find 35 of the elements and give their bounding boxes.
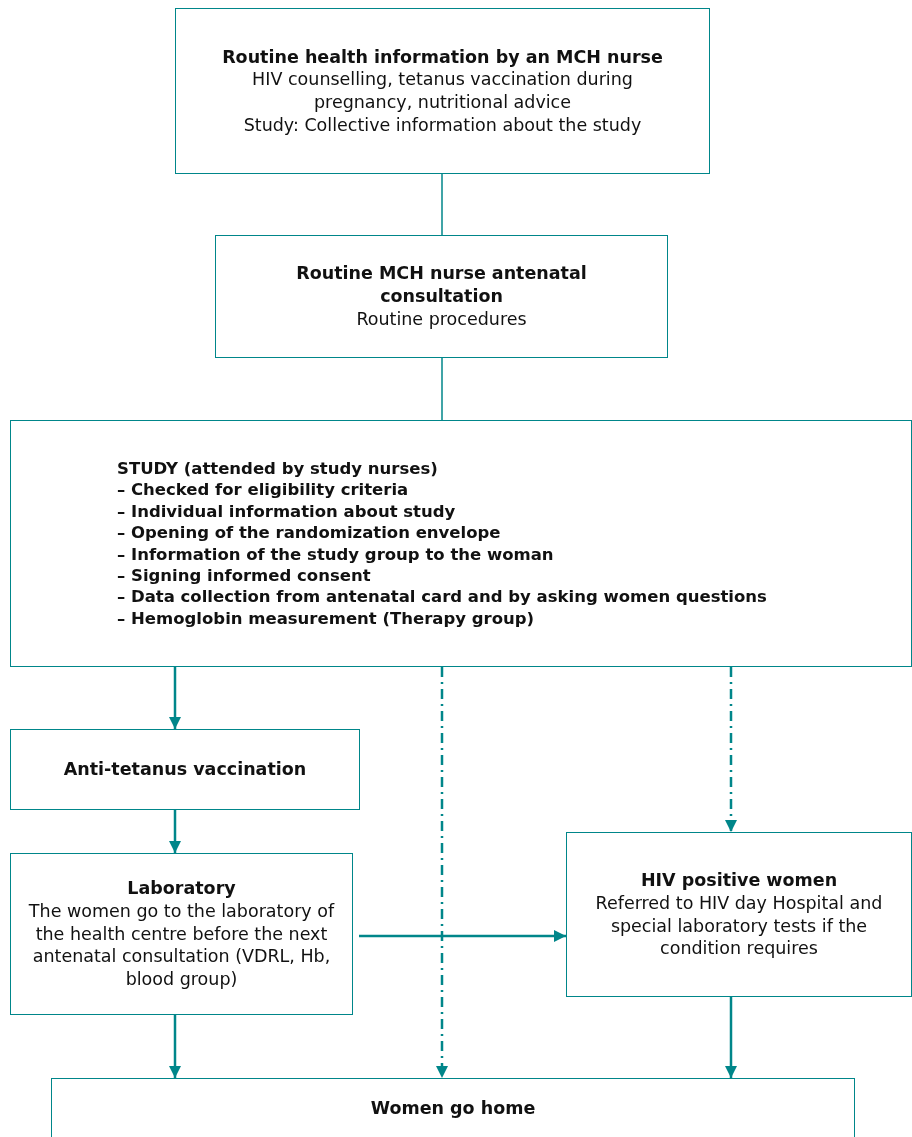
process-box	[10, 420, 912, 667]
arrow	[435, 667, 449, 1078]
box-heading: Routine health information by an MCH nurse	[222, 45, 663, 69]
process-box	[10, 853, 353, 1015]
process-box	[175, 8, 710, 174]
list-item: – Checked for eligibility criteria	[117, 479, 409, 501]
process-box	[10, 729, 360, 810]
connector-line	[441, 357, 443, 421]
arrow	[359, 929, 566, 943]
list-item: – Information of the study group to the woman	[117, 543, 554, 565]
box-heading: STUDY (attended by study nurses)	[117, 457, 438, 480]
list-item: – Signing informed consent	[117, 564, 371, 587]
box-heading: Women go home	[370, 1097, 536, 1120]
connector-line	[441, 173, 443, 236]
list-item: – Individual information about study	[117, 500, 456, 523]
list-item: – Hemoglobin measurement (Therapy group)	[117, 607, 535, 630]
process-box	[51, 1078, 855, 1137]
arrow	[168, 1015, 182, 1078]
box-text: Study: Collective information about the study	[243, 113, 642, 137]
arrow	[168, 667, 182, 729]
process-box	[215, 235, 668, 358]
box-text: Referred to HIV day Hospital and special laboratory tests if the condition requires	[594, 891, 884, 960]
list-item: – Opening of the randomization envelope	[117, 522, 501, 544]
box-heading: Anti-tetanus vaccination	[63, 758, 307, 781]
box-heading: Laboratory	[127, 877, 236, 900]
box-heading: Routine MCH nurse antenatal consultation	[295, 262, 588, 308]
box-text: The women go to the laboratory of the health centre before the next antenatal consultation (VDRL, Hb, blood group)	[27, 899, 336, 991]
arrow	[724, 997, 738, 1078]
box-heading: HIV positive women	[640, 869, 838, 892]
box-text: HIV counselling, tetanus vaccination during pregnancy, nutritional advice	[251, 68, 634, 114]
arrow	[724, 667, 738, 832]
process-box	[566, 832, 912, 997]
arrow	[168, 810, 182, 853]
list-item: – Data collection from antenatal card and by asking women questions	[117, 586, 767, 608]
box-text: Routine procedures	[356, 307, 527, 331]
